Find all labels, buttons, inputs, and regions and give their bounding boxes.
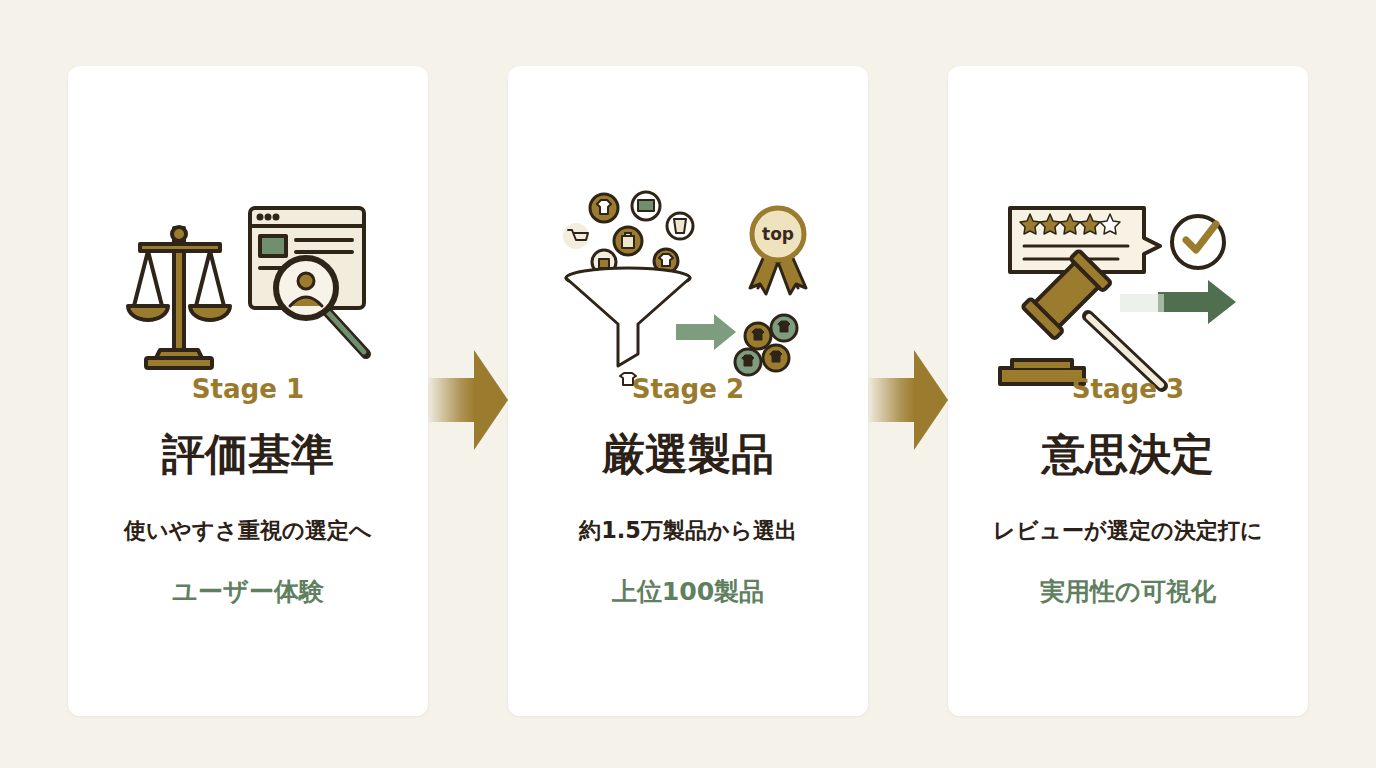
stage-description: 使いやすさ重視の選定へ [68, 515, 428, 545]
stage-number: Stage 2 [508, 372, 868, 406]
stage-card: Stage 3 意思決定レビューが選定の決定打に実用性の可視化 [948, 66, 1308, 716]
stage-tag: 実用性の可視化 [948, 575, 1308, 609]
stage-number: Stage 3 [948, 372, 1308, 406]
stage-card: Stage 1 評価基準使いやすさ重視の選定へユーザー体験 [68, 66, 428, 716]
stage-title: 意思決定 [948, 426, 1308, 482]
decision-icon [948, 66, 1308, 426]
criteria-icon [68, 66, 428, 426]
stage-card: Stage 2 厳選製品約1.5万製品から選出上位100製品 top [508, 66, 868, 716]
stage-tag: ユーザー体験 [68, 575, 428, 609]
badge-label: top [762, 224, 794, 244]
stage-description: 約1.5万製品から選出 [508, 515, 868, 545]
stage-description: レビューが選定の決定打に [948, 515, 1308, 545]
flow-arrow [868, 350, 948, 450]
product-funnel-icon [508, 66, 868, 426]
flow-arrow [428, 350, 508, 450]
stage-title: 厳選製品 [508, 426, 868, 482]
stage-title: 評価基準 [68, 426, 428, 482]
stage-number: Stage 1 [68, 372, 428, 406]
stage-tag: 上位100製品 [508, 575, 868, 609]
